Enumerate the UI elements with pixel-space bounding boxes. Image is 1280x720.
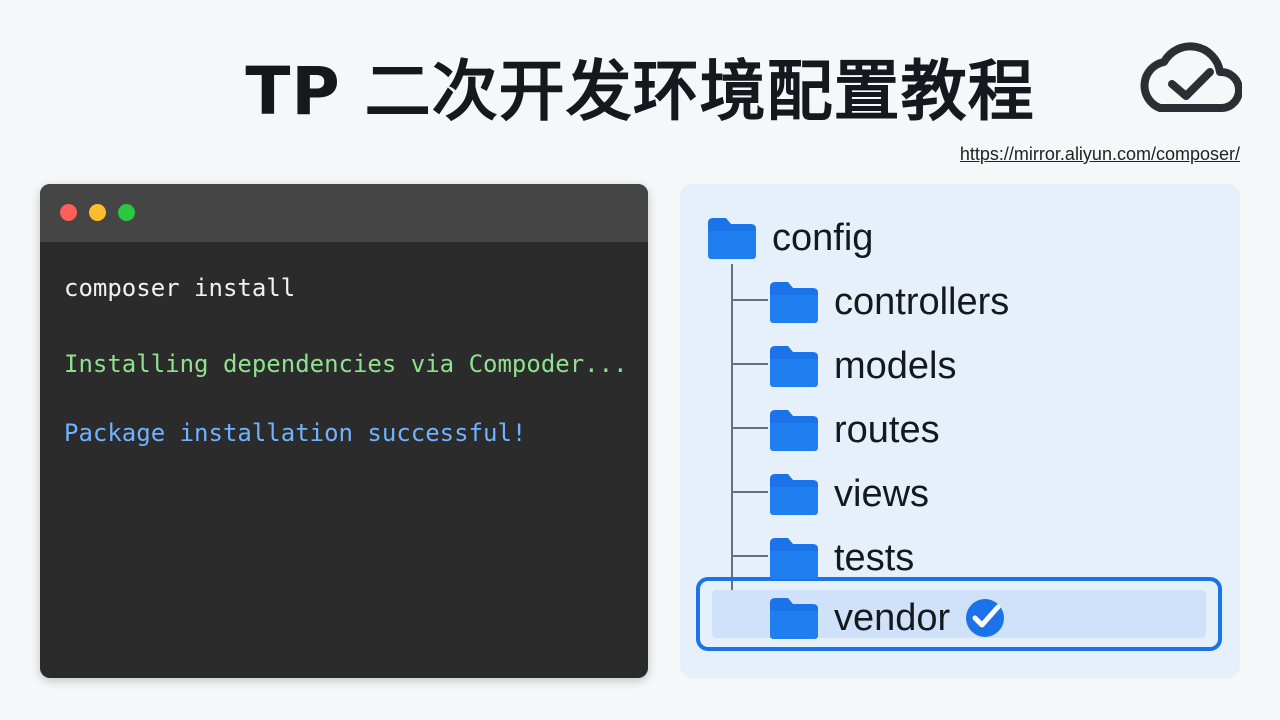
close-dot[interactable] — [60, 204, 77, 221]
tree-item-label: tests — [834, 537, 915, 579]
tree-item-label: vendor — [834, 597, 951, 639]
tree-item-tests[interactable]: tests — [768, 532, 914, 584]
terminal-title-bar — [40, 184, 648, 242]
cloud-check-icon — [1140, 42, 1242, 112]
folder-icon — [770, 598, 818, 639]
folder-icon — [770, 410, 818, 451]
folder-icon — [770, 282, 818, 323]
maximize-dot[interactable] — [118, 204, 135, 221]
terminal-line-success: Package installation successful! — [64, 419, 527, 447]
tree-item-label: models — [834, 345, 957, 387]
tree-item-models[interactable]: models — [768, 340, 957, 392]
tree-item-views[interactable]: views — [768, 468, 929, 520]
tree-item-label: controllers — [834, 281, 1010, 323]
tree-item-controllers[interactable]: controllers — [768, 276, 1009, 328]
folder-icon — [770, 474, 818, 515]
folder-icon — [770, 346, 818, 387]
tree-item-vendor[interactable]: vendor — [768, 592, 1006, 644]
terminal-line-command: composer install — [64, 274, 296, 302]
terminal-line-progress: Installing dependencies via Compoder... — [64, 350, 628, 378]
folder-icon — [708, 218, 756, 259]
check-circle-icon — [966, 599, 1005, 637]
tree-item-config[interactable]: config — [706, 212, 873, 264]
tree-item-label: routes — [834, 409, 940, 451]
page-title: TP 二次开发环境配置教程 — [245, 53, 1035, 130]
file-tree-panel: config controllers models routes views — [680, 184, 1240, 678]
terminal-window: composer install Installing dependencies… — [40, 184, 648, 678]
tree-item-routes[interactable]: routes — [768, 404, 940, 456]
tree-item-label: views — [834, 473, 930, 515]
folder-icon — [770, 538, 818, 579]
tree-item-label: config — [772, 217, 874, 259]
mirror-url-link[interactable]: https://mirror.aliyun.com/composer/ — [959, 144, 1240, 164]
minimize-dot[interactable] — [89, 204, 106, 221]
